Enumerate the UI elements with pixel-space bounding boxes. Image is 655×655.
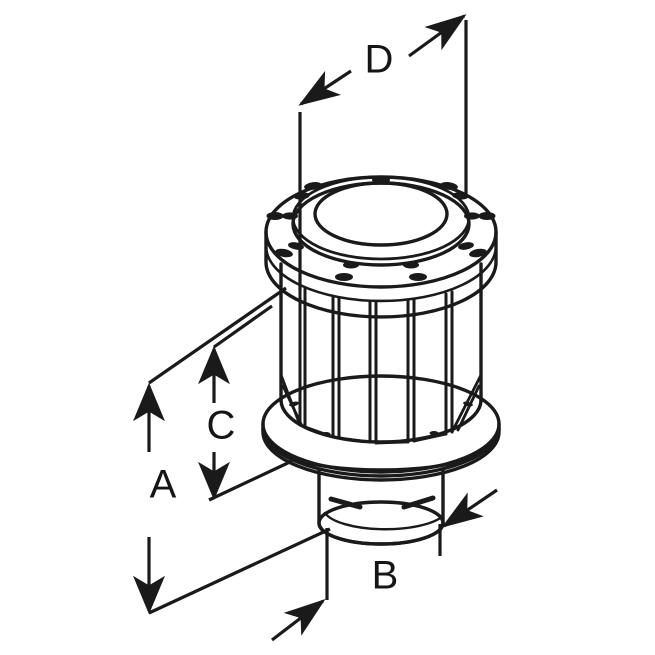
dimension-c xyxy=(198,304,293,502)
lower-skirt xyxy=(261,374,501,482)
dimension-c-leader-top xyxy=(213,304,273,349)
dimension-d-arrow-left xyxy=(298,69,352,106)
dimension-b-label: B xyxy=(372,554,399,598)
dimension-a-label: A xyxy=(150,463,177,507)
neck-dash-marks xyxy=(328,495,436,510)
dimension-b-arrow-right xyxy=(441,488,498,528)
body-ribs xyxy=(298,285,454,445)
flange-bolt-holes xyxy=(266,176,496,281)
dimension-d xyxy=(298,14,468,290)
dimension-a-leader-top xyxy=(148,286,287,385)
part-body xyxy=(261,175,501,546)
dimension-b xyxy=(271,488,498,642)
dimension-a xyxy=(133,286,331,615)
dimension-a-leader-bottom xyxy=(148,527,331,615)
gusset-detail-dots xyxy=(289,401,473,436)
dimension-c-label: C xyxy=(207,404,236,448)
dimension-d-label: D xyxy=(365,38,394,82)
dimension-c-leader-bottom xyxy=(208,459,293,502)
dimension-d-arrow-right xyxy=(408,14,467,58)
dimension-b-arrow-left xyxy=(271,599,326,642)
ribbed-body xyxy=(279,262,483,445)
